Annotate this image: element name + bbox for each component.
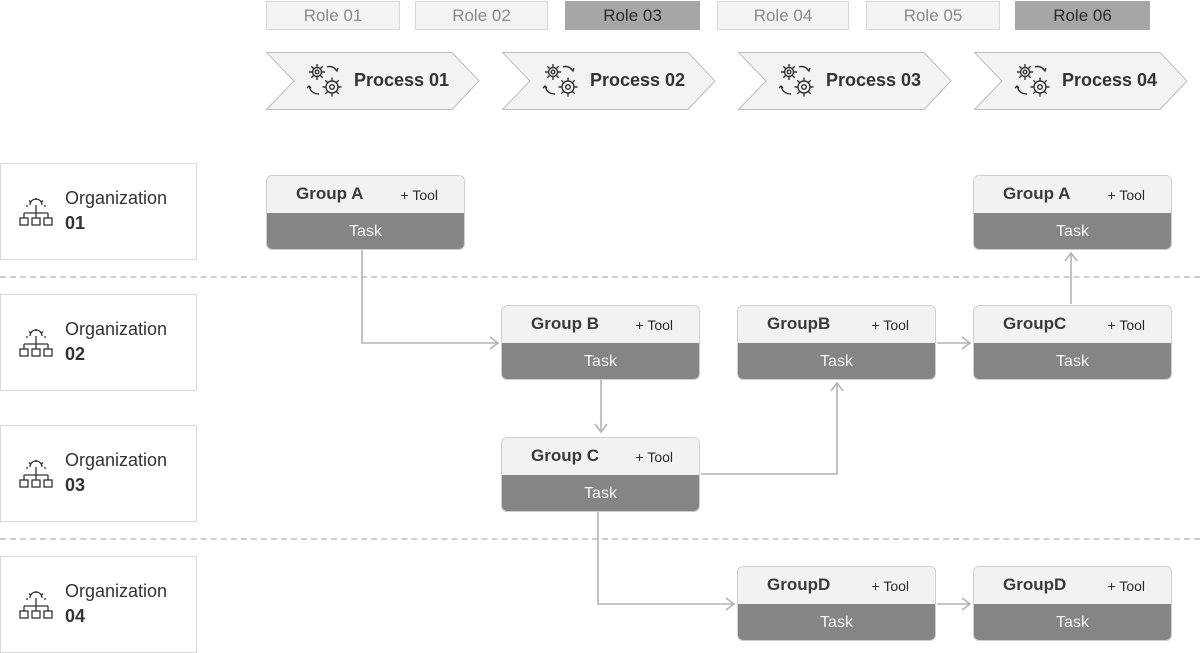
group-name: GroupD <box>1003 575 1067 594</box>
organization-label: Organization <box>65 450 168 470</box>
connector-arrow <box>597 512 733 605</box>
organization-number: 01 <box>65 213 86 233</box>
task-label[interactable]: Task <box>267 213 464 249</box>
group-name: Group A <box>1003 184 1071 203</box>
add-tool-button[interactable]: + Tool <box>871 317 910 333</box>
connector-arrow <box>961 336 972 350</box>
task-label[interactable]: Task <box>502 475 699 511</box>
role-01[interactable]: Role 01 <box>266 1 400 30</box>
connector-arrow <box>489 336 500 350</box>
process-label: Process 02 <box>590 70 686 90</box>
organization-label: Organization <box>65 188 168 208</box>
gears-icon <box>542 64 578 97</box>
connector-arrow <box>1064 251 1078 262</box>
org-chart-icon <box>19 591 53 619</box>
task-label[interactable]: Task <box>738 604 935 640</box>
gears-icon <box>1014 64 1050 97</box>
organization-number: 03 <box>65 475 86 495</box>
add-tool-button[interactable]: + Tool <box>1107 317 1146 333</box>
group-card[interactable]: GroupB + Tool Task <box>737 305 936 380</box>
process-03[interactable]: Process 03 <box>738 52 952 110</box>
org-chart-icon <box>19 198 53 226</box>
group-name: GroupD <box>767 575 831 594</box>
organization-number: 04 <box>65 606 86 626</box>
chevron-shape <box>266 52 480 110</box>
process-01[interactable]: Process 01 <box>266 52 480 110</box>
add-tool-button[interactable]: + Tool <box>871 578 910 594</box>
group-name: Group B <box>531 314 599 333</box>
role-05[interactable]: Role 05 <box>866 1 1000 30</box>
group-card[interactable]: GroupC + Tool Task <box>973 305 1172 380</box>
group-name: GroupB <box>767 314 831 333</box>
chevron-shape <box>738 52 952 110</box>
task-label[interactable]: Task <box>738 343 935 379</box>
org-chart-icon <box>19 329 53 357</box>
process-label: Process 01 <box>354 70 450 90</box>
group-card[interactable]: GroupD + Tool Task <box>737 566 936 641</box>
add-tool-button[interactable]: + Tool <box>635 449 674 465</box>
connector-arrow <box>701 384 838 475</box>
organization-label: Organization <box>65 581 168 601</box>
group-card[interactable]: GroupD + Tool Task <box>973 566 1172 641</box>
connector-arrow <box>961 597 972 611</box>
process-04[interactable]: Process 04 <box>974 52 1188 110</box>
group-card[interactable]: Group C + Tool Task <box>501 437 700 512</box>
connector-arrow <box>725 597 736 611</box>
add-tool-button[interactable]: + Tool <box>400 187 439 203</box>
organization-02[interactable]: Organization 02 <box>0 294 197 391</box>
task-label[interactable]: Task <box>974 343 1171 379</box>
add-tool-button[interactable]: + Tool <box>635 317 674 333</box>
add-tool-button[interactable]: + Tool <box>1107 578 1146 594</box>
connector-arrow <box>594 423 608 434</box>
group-card[interactable]: Group A + Tool Task <box>973 175 1172 250</box>
lane-separator <box>0 538 1200 540</box>
connector-arrow <box>361 250 497 344</box>
role-04[interactable]: Role 04 <box>717 1 849 30</box>
org-chart-icon <box>19 460 53 488</box>
process-02[interactable]: Process 02 <box>502 52 716 110</box>
gears-icon <box>306 64 342 97</box>
group-name: Group C <box>531 446 599 465</box>
role-02[interactable]: Role 02 <box>415 1 548 30</box>
process-label: Process 04 <box>1062 70 1158 90</box>
group-card[interactable]: Group A + Tool Task <box>266 175 465 250</box>
group-name: Group A <box>296 184 364 203</box>
role-06[interactable]: Role 06 <box>1015 1 1150 30</box>
task-label[interactable]: Task <box>974 604 1171 640</box>
chevron-shape <box>502 52 716 110</box>
process-label: Process 03 <box>826 70 922 90</box>
group-name: GroupC <box>1003 314 1067 333</box>
group-card[interactable]: Group B + Tool Task <box>501 305 700 380</box>
role-03[interactable]: Role 03 <box>565 1 700 30</box>
organization-label: Organization <box>65 319 168 339</box>
organization-03[interactable]: Organization 03 <box>0 425 197 522</box>
lane-separator <box>0 276 1200 278</box>
connector-arrow <box>830 381 844 392</box>
task-label[interactable]: Task <box>502 343 699 379</box>
gears-icon <box>778 64 814 97</box>
organization-number: 02 <box>65 344 86 364</box>
add-tool-button[interactable]: + Tool <box>1107 187 1146 203</box>
chevron-shape <box>974 52 1188 110</box>
organization-01[interactable]: Organization 01 <box>0 163 197 260</box>
task-label[interactable]: Task <box>974 213 1171 249</box>
